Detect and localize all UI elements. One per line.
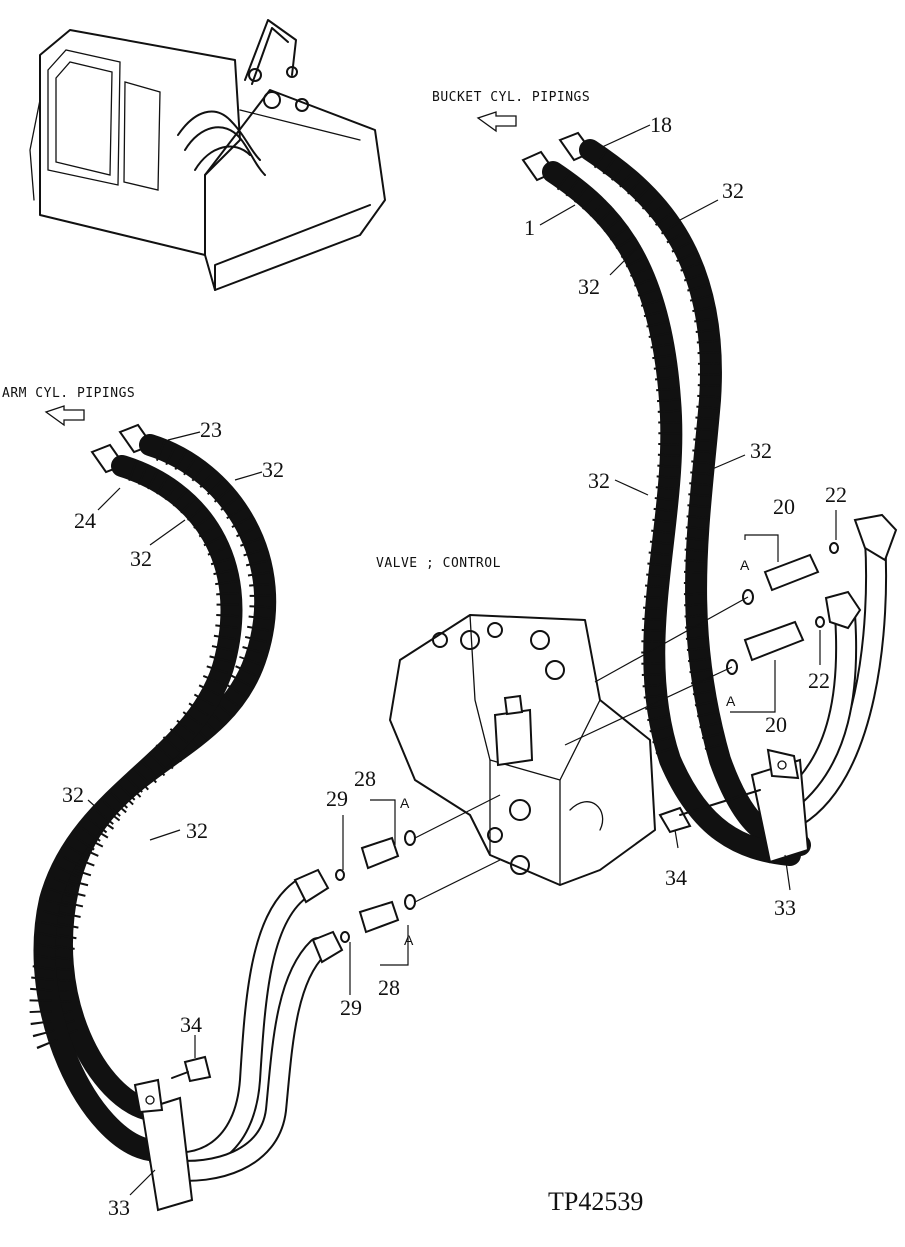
callout-32-arm-lower-left: 32 (62, 782, 84, 807)
callout-32-arm-lower-right: 32 (186, 818, 208, 843)
callout-29-lower: 29 (340, 995, 362, 1020)
bucket-direction-arrow (476, 111, 517, 133)
callout-24: 24 (74, 508, 96, 533)
control-valve-label: VALVE ; CONTROL (376, 556, 501, 571)
callout-28-lower: 28 (378, 975, 400, 1000)
callout-32-arm-upper-left: 32 (130, 546, 152, 571)
control-valve-body (389, 614, 656, 886)
callout-32-bucket-upper-left: 32 (578, 274, 600, 299)
callout-28-upper: 28 (354, 766, 376, 791)
callout-34-right: 34 (665, 865, 687, 890)
callout-33-right: 33 (774, 895, 796, 920)
callout-33-left: 33 (108, 1195, 130, 1220)
marker-a-lower-right: A (726, 693, 736, 709)
callout-20-upper: 20 (773, 494, 795, 519)
marker-a-upper-left: A (400, 795, 410, 811)
arm-hose-assembly (29, 423, 344, 1182)
callout-20-lower: 20 (765, 712, 787, 737)
clamp-right (750, 748, 810, 864)
fittings-right (726, 542, 839, 675)
callout-29-upper: 29 (326, 786, 348, 811)
callout-32-bucket-mid-right: 32 (750, 438, 772, 463)
marker-a-upper-right: A (740, 557, 750, 573)
fittings-left (335, 830, 416, 943)
callout-22-lower: 22 (808, 668, 830, 693)
callout-32-bucket-upper-right: 32 (722, 178, 744, 203)
callout-23: 23 (200, 417, 222, 442)
figure-id: TP42539 (548, 1187, 643, 1216)
callout-32-arm-upper-right: 32 (262, 457, 284, 482)
callout-22-upper: 22 (825, 482, 847, 507)
bucket-hose-assembly (521, 131, 898, 866)
arm-cyl-pipings-label: ARM CYL. PIPINGS (2, 386, 135, 401)
arm-direction-arrow (44, 405, 85, 427)
leader-lines (87, 124, 837, 1196)
excavator-inset-illustration (29, 19, 386, 291)
bolt-34-right (658, 789, 761, 834)
bucket-cyl-pipings-label: BUCKET CYL. PIPINGS (432, 90, 590, 105)
callout-18: 18 (650, 112, 672, 137)
callout-1: 1 (524, 215, 535, 240)
bolt-34-left (171, 1055, 212, 1083)
marker-a-lower-left: A (404, 932, 414, 948)
callout-34-left: 34 (180, 1012, 202, 1037)
clamp-left (133, 1078, 194, 1212)
callout-32-bucket-mid-left: 32 (588, 468, 610, 493)
